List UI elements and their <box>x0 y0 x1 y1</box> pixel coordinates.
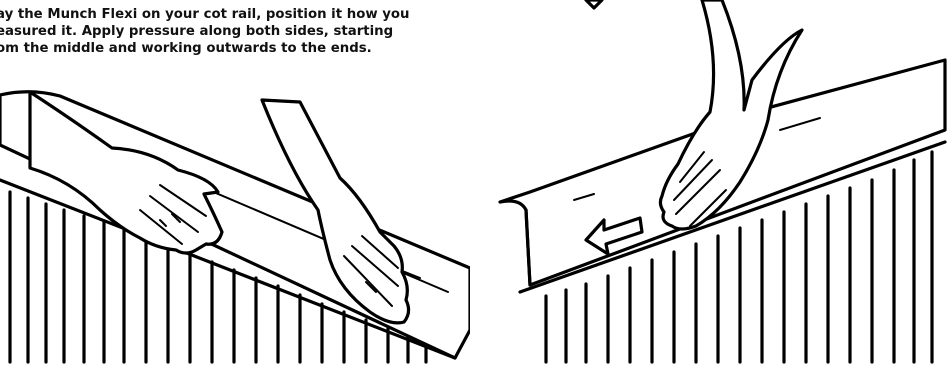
hand-fragment-top <box>586 0 602 8</box>
right-illustration <box>490 0 950 368</box>
left-illustration <box>0 0 470 368</box>
